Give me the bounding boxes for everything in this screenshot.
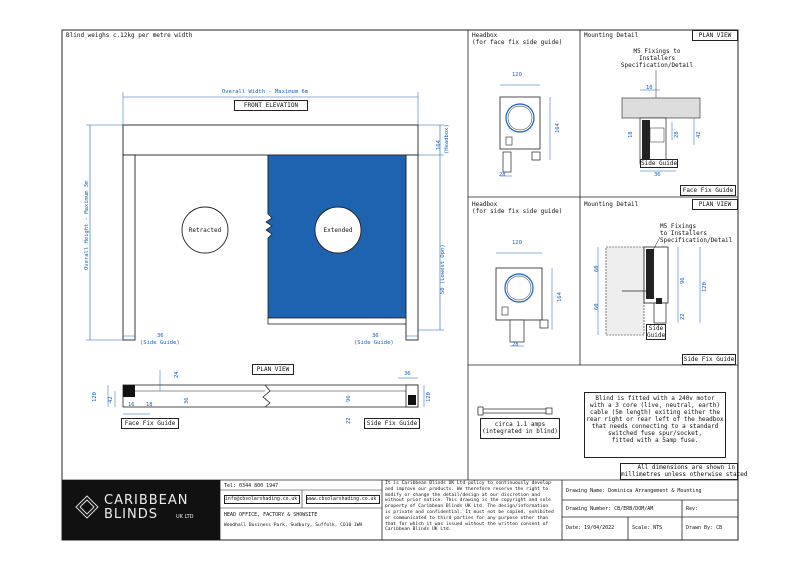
policy-line: property of Caribbean Blinds UK Ltd. The… [385, 504, 549, 510]
mounting-mid-fixings-3: Specification/Detail [660, 237, 733, 244]
motor-note-line: rear right or rear left of the headbox [586, 416, 724, 423]
side-guide-left-value: 36 [157, 333, 164, 339]
revision: Rev: [686, 506, 699, 512]
mounting-mid-side-guide: Side Guide [646, 324, 666, 340]
dimensions-note-line1: All dimensions are shown in [637, 464, 735, 471]
logo-text-caribbean: CARIBBEAN [104, 493, 189, 508]
motor-note-line: fitted with a 5amp fuse. [611, 437, 699, 444]
motor-note-box: Blind is fitted with a 240v motor with a… [584, 392, 726, 458]
head-office-address: Woodhall Business Park, Sudbury, Suffolk… [224, 523, 363, 528]
plan-dim-36b: 36 [404, 371, 411, 377]
plan-view-label: PLAN VIEW [252, 364, 294, 375]
policy-line: that for which it was issued without the… [385, 521, 549, 527]
headbox-mid-sub: (for side fix side guide) [472, 208, 563, 215]
company-logo [74, 494, 100, 524]
plan-dim-18: 18 [146, 402, 153, 408]
mounting-top-fixings-1: M5 Fixings to [633, 48, 681, 55]
logo-icon [75, 495, 99, 519]
motor-note-line: with a 3 core (live, neutral, earth) [589, 402, 721, 409]
motor-amps-line2: (integrated in blind) [482, 428, 558, 435]
motor-note-line: cable (5m length) exiting either the [589, 409, 721, 416]
policy-line: Caribbean Blinds UK Ltd. [385, 527, 452, 533]
mounting-top-caption: Face Fix Guide [680, 185, 736, 196]
extended-label: Extended [323, 227, 353, 234]
weight-note: Blind weighs c.12kg per metre width [66, 32, 193, 39]
policy-line: modify or change the detail/design at ou… [385, 492, 540, 498]
mounting-top-plan-view: PLAN VIEW [692, 30, 738, 41]
mounting-mid-fixings-1: M5 Fixings [660, 223, 697, 230]
headbox-top-sub: (for face fix side guide) [472, 39, 563, 46]
front-elevation-label: FRONT ELEVATION [234, 100, 308, 111]
copyright-policy: It is Caribbean Blinds UK Ltd policy to … [385, 481, 554, 533]
side-guide-right-label: (Side Guide) [354, 340, 394, 346]
logo-text-ukltd: UK LTD [176, 514, 194, 520]
mounting-top-dim-36: 36 [654, 172, 661, 178]
mounting-mid-side-guide-line2: Guide [647, 332, 666, 339]
policy-line: or communicated to third parties for any… [385, 515, 549, 521]
side-guide-left-label: (Side Guide) [140, 340, 180, 346]
drawn-by: Drawn By: CB [686, 525, 723, 531]
side-fix-guide-label: Side Fix Guide [364, 418, 420, 429]
headbox-mid-base: 28 [512, 342, 519, 348]
dimensions-note-line2: millimetres unless otherwise stated [621, 471, 748, 478]
logo-text-blinds: BLINDS [104, 507, 158, 522]
mounting-mid-fixings-2: to Installers [660, 230, 707, 237]
mounting-mid-caption: Side Fix Guide [682, 354, 736, 365]
overall-width-label: Overall Width - Maximum 6m [222, 89, 309, 95]
motor-note-line: Blind is fitted with a 240v motor [595, 395, 715, 402]
mounting-top-title: Mounting Detail [584, 32, 639, 39]
mounting-top-fixings-2: Installers [638, 55, 676, 62]
motor-amps-box: circa 1.1 amps (integrated in blind) [480, 418, 560, 439]
plan-dim-16: 16 [128, 402, 135, 408]
company-telephone: Tel: 0344 800 1947 [224, 483, 279, 489]
face-fix-guide-label: Face Fix Guide [121, 418, 179, 429]
headbox-top-width: 120 [512, 72, 522, 78]
mounting-mid-title: Mounting Detail [584, 201, 639, 208]
headbox-mid-width: 120 [512, 240, 522, 246]
drawing-date: Date: 19/04/2022 [566, 525, 615, 531]
policy-line: and improve our products. We therefore r… [385, 486, 549, 492]
mounting-top-fixings-3: Specification/Detail [620, 62, 694, 69]
dimensions-note: All dimensions are shown in millimetres … [620, 463, 748, 480]
retracted-label: Retracted [188, 227, 222, 234]
drawing-name: Drawing Name: Dominica Arrangement & Mou… [566, 488, 702, 494]
policy-line: without prior notice. This drawing is th… [385, 498, 551, 504]
policy-line: is private and confidential. It must not… [385, 509, 554, 515]
mounting-mid-plan-view: PLAN VIEW [692, 199, 738, 210]
headbox-top-base: 28 [499, 172, 506, 178]
company-email[interactable]: info@cbsolarshading.co.uk [224, 495, 300, 504]
drawing-scale: Scale: NTS [632, 525, 663, 531]
policy-line: It is Caribbean Blinds UK Ltd policy to … [385, 481, 551, 486]
mounting-top-side-guide: Side Guide [640, 159, 678, 168]
head-office-label: HEAD OFFICE, FACTORY & SHOWSITE [224, 512, 318, 518]
side-guide-right-value: 36 [372, 333, 379, 339]
drawing-number: Drawing Number: CB/ERB/DOM/AM [566, 506, 654, 512]
company-website[interactable]: www.cbsolarshading.co.uk [306, 495, 380, 504]
mounting-mid-side-guide-line1: Side [648, 325, 664, 332]
headbox-top-title: Headbox [472, 32, 498, 39]
motor-amps-line1: circa 1.1 amps [494, 421, 546, 428]
motor-note-line: that needs connecting to a standard [591, 423, 719, 430]
headbox-mid-title: Headbox [472, 201, 498, 208]
mounting-top-dim-10: 10 [646, 85, 653, 91]
motor-note-line: switched fuse spur/socket, [608, 430, 702, 437]
